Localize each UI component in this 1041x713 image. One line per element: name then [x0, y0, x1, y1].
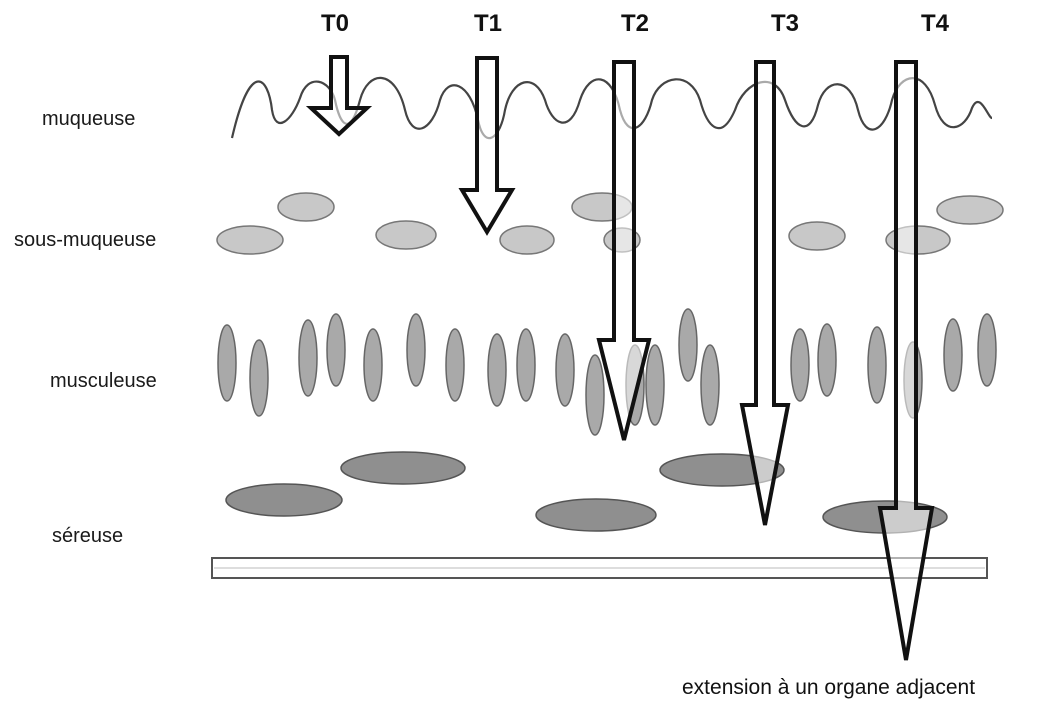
- serosa-ellipse: [536, 499, 656, 531]
- submucosa-ellipse: [376, 221, 436, 249]
- muscularis-fiber: [488, 334, 506, 406]
- muscularis-fiber: [556, 334, 574, 406]
- submucosa-ellipse: [937, 196, 1003, 224]
- muscularis-fiber: [327, 314, 345, 386]
- muscularis-fiber: [978, 314, 996, 386]
- muscularis-fiber: [646, 345, 664, 425]
- adjacent-organ-extension-label: extension à un organe adjacent: [682, 676, 975, 700]
- stage-label-t3: T3: [771, 10, 799, 38]
- muscularis-fiber: [586, 355, 604, 435]
- serosa-layer: [212, 452, 987, 578]
- arrow-t1: [462, 58, 512, 232]
- muscularis-fiber: [701, 345, 719, 425]
- muscularis-fiber: [517, 329, 535, 401]
- stage-label-t2: T2: [621, 10, 649, 38]
- muscularis-fiber: [407, 314, 425, 386]
- muscularis-fiber: [446, 329, 464, 401]
- muscularis-fiber: [679, 309, 697, 381]
- muscularis-fiber: [791, 329, 809, 401]
- layer-label-serosa: séreuse: [52, 525, 123, 548]
- submucosa-ellipse: [217, 226, 283, 254]
- muscularis-fiber: [364, 329, 382, 401]
- muscularis-fiber: [299, 320, 317, 396]
- serosa-ellipse: [341, 452, 465, 484]
- stage-label-t4: T4: [921, 10, 949, 38]
- submucosa-ellipse: [278, 193, 334, 221]
- submucosa-ellipse: [500, 226, 554, 254]
- submucosa-ellipse: [789, 222, 845, 250]
- muscularis-fiber: [818, 324, 836, 396]
- stage-label-t0: T0: [321, 10, 349, 38]
- arrow-t0: [311, 57, 367, 134]
- layer-label-mucosa: muqueuse: [42, 108, 135, 131]
- muscularis-fiber: [250, 340, 268, 416]
- muscularis-fiber: [868, 327, 886, 403]
- serosa-ellipse: [226, 484, 342, 516]
- muscularis-fiber: [944, 319, 962, 391]
- layer-label-muscularis: musculeuse: [50, 370, 157, 393]
- stage-label-t1: T1: [474, 10, 502, 38]
- muscularis-fiber: [218, 325, 236, 401]
- submucosa-layer: [217, 193, 1003, 254]
- layer-label-submucosa: sous-muqueuse: [14, 229, 156, 252]
